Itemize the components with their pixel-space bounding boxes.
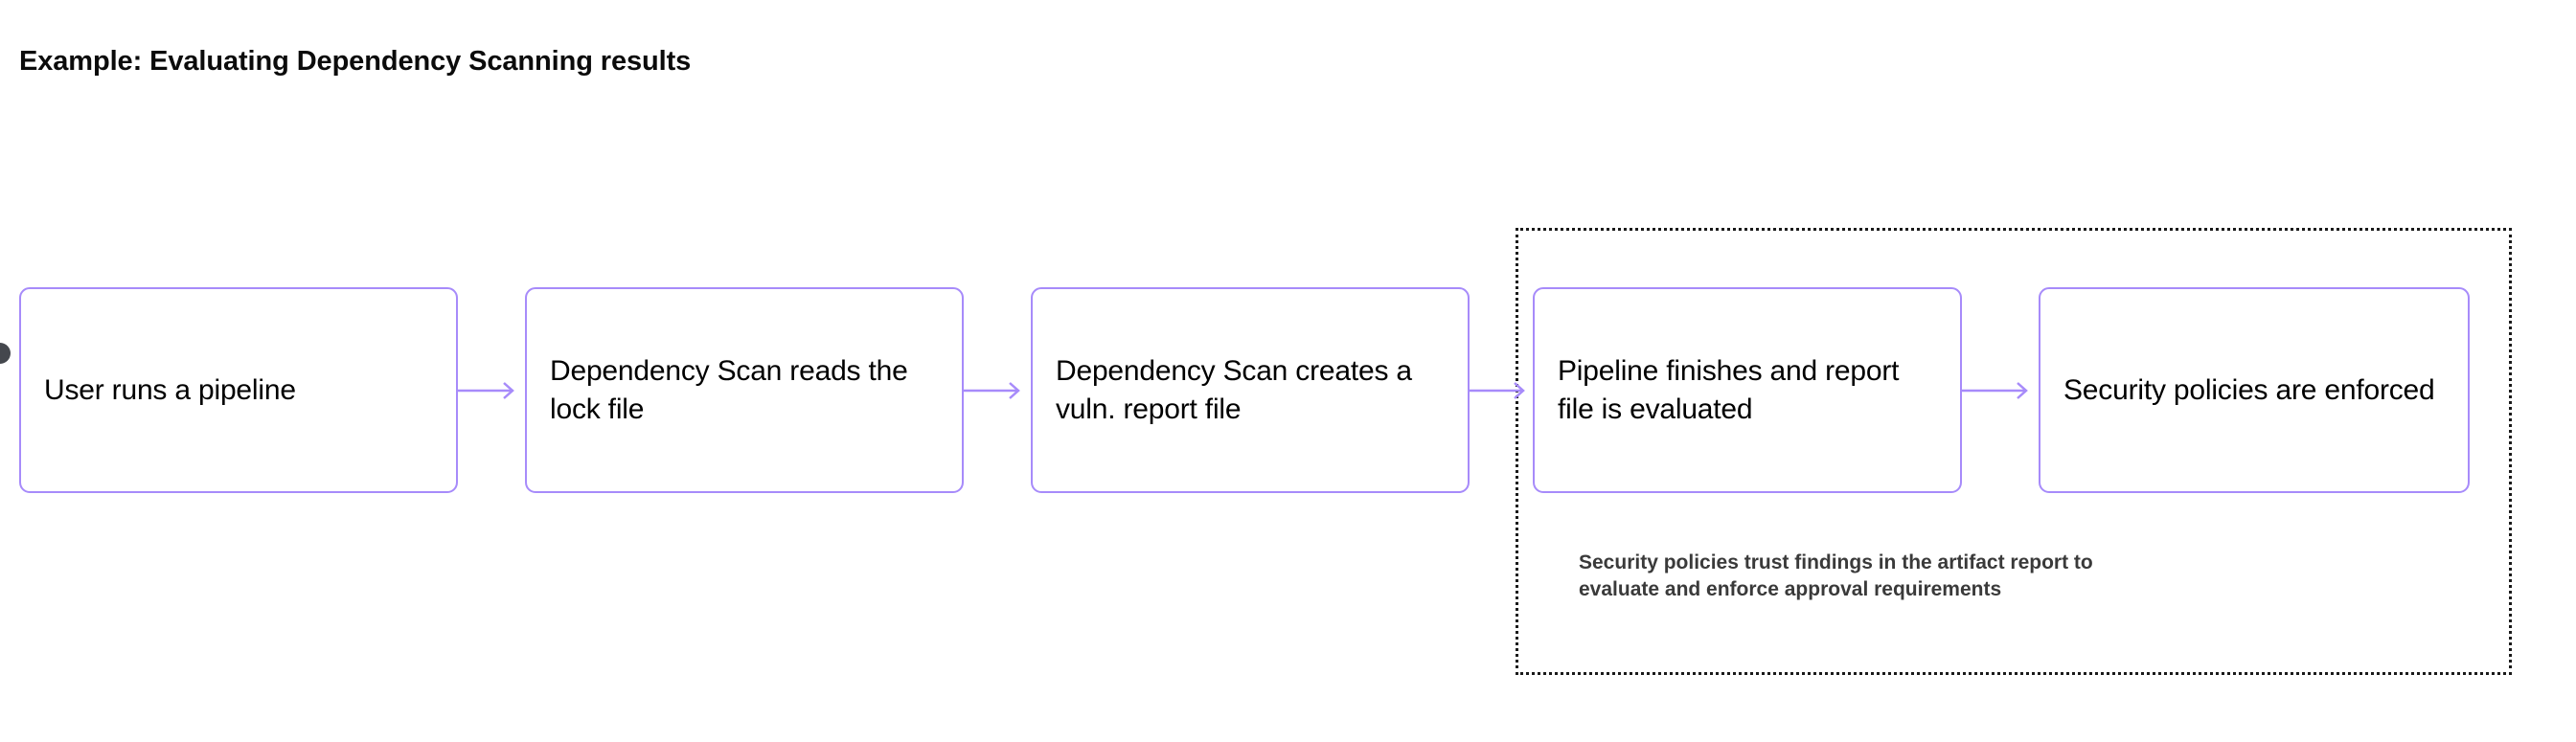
flow-node-dependency-scan-reads-lock-file[interactable]: Dependency Scan reads the lock file (525, 287, 964, 493)
flow-edge-4 (1962, 382, 2028, 399)
flow-edge-1 (458, 382, 514, 399)
flow-node-label: Security policies are enforced (2063, 373, 2435, 406)
arrow-right-icon (1470, 382, 1525, 399)
flow-edge-2 (964, 382, 1020, 399)
flow-node-user-runs-pipeline[interactable]: User runs a pipeline (19, 287, 458, 493)
policy-group-caption: Security policies trust findings in the … (1579, 550, 2441, 602)
policy-group-container (1516, 228, 2512, 675)
flow-node-label: Dependency Scan creates a vuln. report f… (1056, 354, 1412, 425)
arrow-right-icon (458, 382, 514, 399)
flow-edge-3 (1470, 382, 1525, 399)
connection-handle-icon[interactable] (0, 343, 11, 364)
policy-group-caption-line-2: evaluate and enforce approval requiremen… (1579, 577, 2002, 600)
flow-node-pipeline-finishes-report-evaluated[interactable]: Pipeline finishes and report file is eva… (1533, 287, 1962, 493)
flow-node-dependency-scan-creates-report[interactable]: Dependency Scan creates a vuln. report f… (1031, 287, 1470, 493)
page-title: Example: Evaluating Dependency Scanning … (19, 46, 692, 77)
policy-group-caption-line-1: Security policies trust findings in the … (1579, 551, 2093, 573)
flow-node-security-policies-enforced[interactable]: Security policies are enforced (2039, 287, 2470, 493)
flow-node-label: Pipeline finishes and report file is eva… (1558, 354, 1900, 425)
arrow-right-icon (1962, 382, 2028, 399)
arrow-right-icon (964, 382, 1020, 399)
flow-node-label: Dependency Scan reads the lock file (550, 354, 908, 425)
flow-node-label: User runs a pipeline (44, 373, 296, 406)
